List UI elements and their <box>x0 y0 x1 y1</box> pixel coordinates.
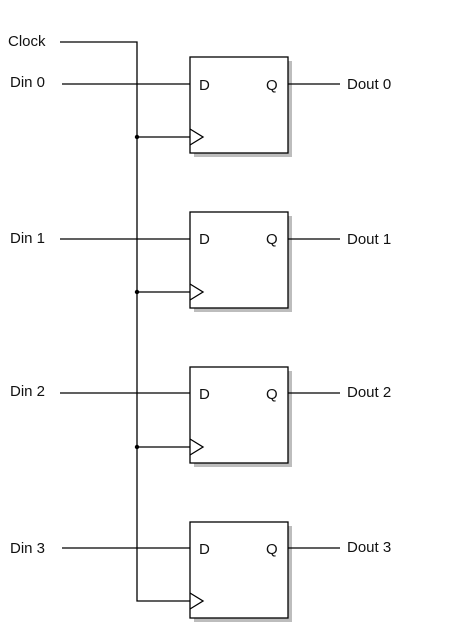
flipflop-3-d-pin: D <box>199 541 210 558</box>
din-2-label: Din 2 <box>10 383 45 400</box>
clock-bus <box>60 41 190 602</box>
flipflop-2-d-pin: D <box>199 386 210 403</box>
flipflop-0: D Q <box>189 56 292 157</box>
dout-3-label: Dout 3 <box>347 539 391 556</box>
flipflop-3-clock-triangle <box>189 592 205 610</box>
clock-label: Clock <box>8 33 46 50</box>
din-1-label: Din 1 <box>10 230 45 247</box>
dout-0-label: Dout 0 <box>347 76 391 93</box>
flipflop-1-box <box>189 211 289 309</box>
flipflop-1-d-pin: D <box>199 231 210 248</box>
flipflop-2: D Q <box>189 366 292 467</box>
din-3-label: Din 3 <box>10 540 45 557</box>
clock-junction-1 <box>134 289 140 295</box>
dout-2-label: Dout 2 <box>347 384 391 401</box>
flipflop-0-clock-triangle <box>189 128 205 146</box>
flipflop-2-box <box>189 366 289 464</box>
flipflop-1-clock-triangle <box>189 283 205 301</box>
clock-junction-2 <box>134 444 140 450</box>
flipflop-2-q-pin: Q <box>266 386 278 403</box>
flipflop-0-box <box>189 56 289 154</box>
flipflop-3-box <box>189 521 289 619</box>
flipflop-2-clock-triangle <box>189 438 205 456</box>
flipflop-1-q-pin: Q <box>266 231 278 248</box>
dout-1-label: Dout 1 <box>347 231 391 248</box>
flipflop-0-d-pin: D <box>199 77 210 94</box>
flipflop-3-q-pin: Q <box>266 541 278 558</box>
flipflop-3: D Q <box>189 521 292 622</box>
flipflop-1: D Q <box>189 211 292 312</box>
clock-junction-0 <box>134 134 140 140</box>
din-0-label: Din 0 <box>10 74 45 91</box>
flipflop-0-q-pin: Q <box>266 77 278 94</box>
